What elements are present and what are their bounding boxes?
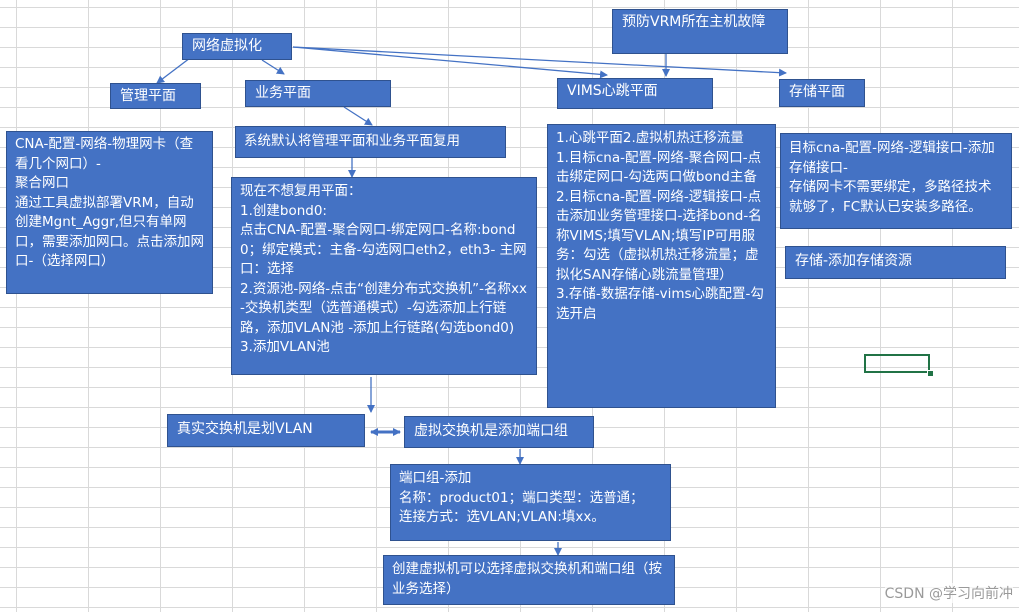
selected-cell[interactable]	[864, 354, 930, 373]
arrow-root-vims	[292, 46, 608, 79]
csdn-watermark: CSDN @学习向前冲	[884, 583, 1013, 603]
no-reuse-steps-box: 现在不想复用平面： 1.创建bond0: 点击CNA-配置-聚合网口-绑定网口-…	[231, 177, 537, 375]
default-reuse-box: 系统默认将管理平面和业务平面复用	[235, 126, 506, 158]
arrow-root-storage	[292, 46, 787, 77]
virtual-switch-box: 虚拟交换机是添加端口组	[404, 416, 594, 448]
vims-detail-box: 1.心跳平面2.虚拟机热迁移流量 1.目标cna-配置-网络-聚合网口-点击绑定…	[547, 124, 776, 408]
create-vm-box: 创建虚拟机可以选择虚拟交换机和端口组（按业务选择）	[383, 555, 675, 605]
real-switch-box: 真实交换机是划VLAN	[167, 414, 365, 447]
arrow-business-default	[343, 106, 373, 126]
fill-handle[interactable]	[927, 370, 934, 377]
storage-plane-box: 存储平面	[779, 79, 865, 107]
storage-detail-box: 目标cna-配置-网络-逻辑接口-添加存储接口- 存储网卡不需要绑定，多路径技术…	[780, 133, 1012, 229]
management-detail-box: CNA-配置-网络-物理网卡（查看几个网口）- 聚合网口 通过工具虚拟部署VRM…	[6, 131, 213, 294]
add-storage-resource-box: 存储-添加存储资源	[785, 246, 1006, 279]
vims-heartbeat-plane-box: VIMS心跳平面	[557, 78, 713, 109]
prevent-vrm-failure-box: 预防VRM所在主机故障	[612, 9, 788, 54]
business-plane-box: 业务平面	[245, 80, 391, 107]
network-virtualization-box: 网络虚拟化	[182, 33, 292, 60]
arrow-root-mgmt	[156, 57, 191, 84]
port-group-box: 端口组-添加 名称：product01；端口类型：选普通； 连接方式：选VLAN…	[390, 464, 671, 541]
arrow-root-business	[261, 59, 285, 75]
management-plane-box: 管理平面	[110, 83, 201, 109]
